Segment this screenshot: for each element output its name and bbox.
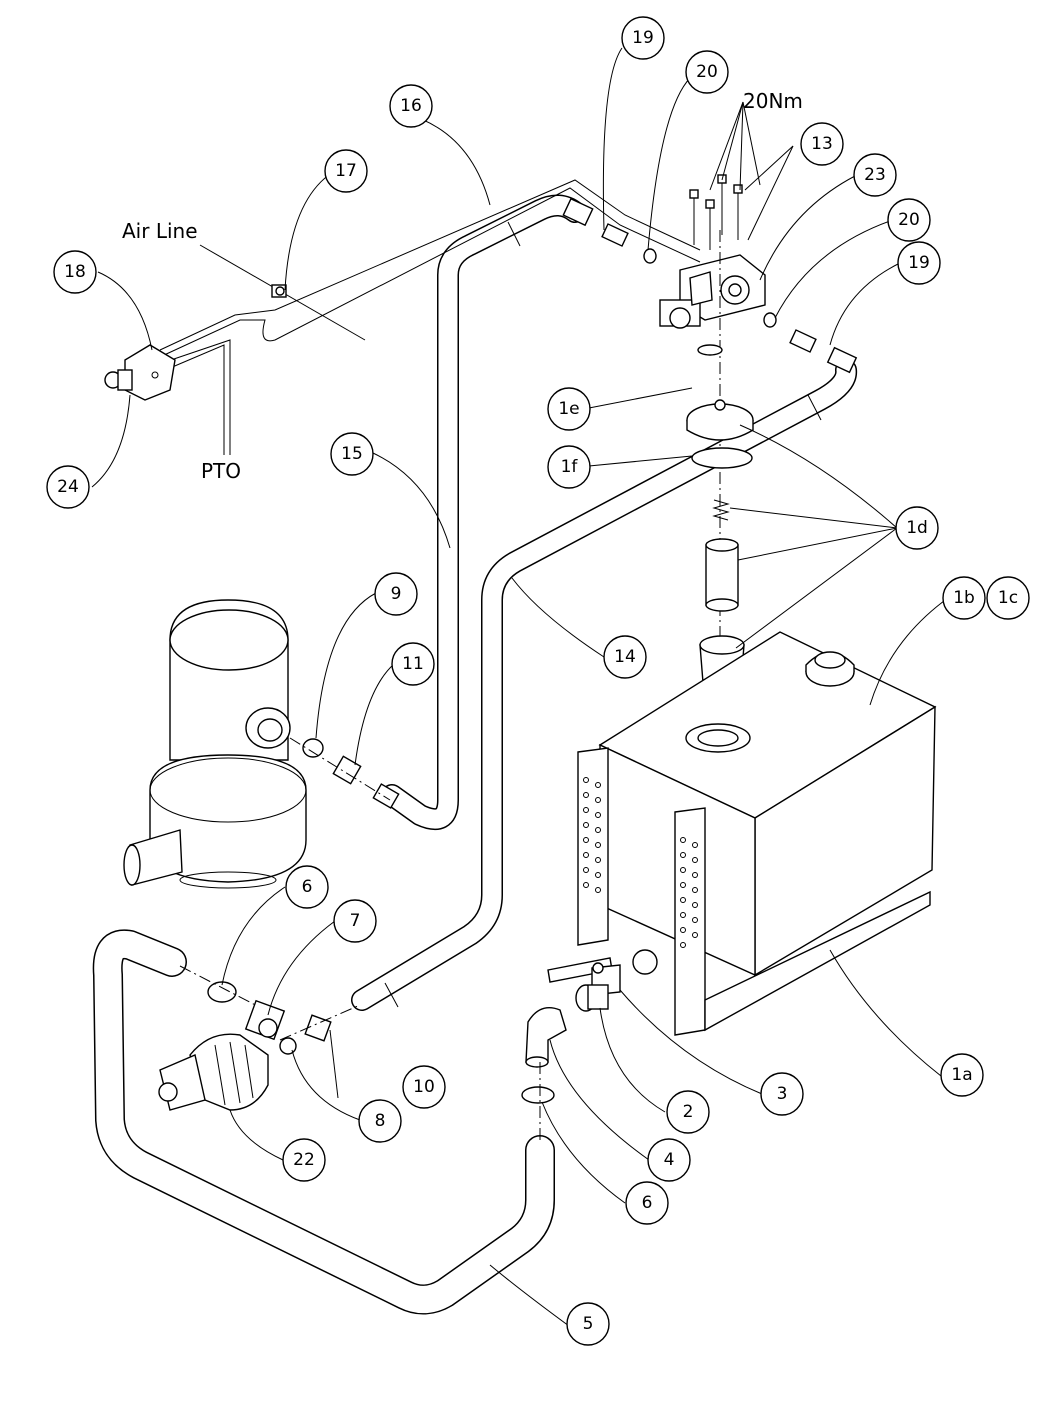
torque-label: 20Nm [743,89,803,113]
o-ring [697,344,723,356]
fitting-19-right [763,312,858,374]
svg-text:1c: 1c [998,588,1018,608]
callout-15: 15 [330,432,374,476]
svg-text:20: 20 [898,210,920,230]
filter-head-23 [659,254,766,329]
callout-7: 7 [333,899,377,943]
callout-19-right: 19 [897,241,941,285]
callout-1b: 1b [942,576,986,620]
callout-9: 9 [374,572,418,616]
svg-text:23: 23 [864,165,886,185]
svg-text:8: 8 [375,1111,386,1131]
callout-20-right: 20 [887,198,931,242]
callout-24: 24 [46,465,90,509]
fitting-11 [332,755,400,809]
callout-14: 14 [603,635,647,679]
bolts-13 [689,174,743,250]
callout-1d: 1d [895,506,939,550]
callout-1f: 1f [547,445,591,489]
svg-text:4: 4 [664,1150,675,1170]
callout-17: 17 [324,149,368,193]
svg-text:3: 3 [777,1084,788,1104]
callout-23: 23 [853,153,897,197]
callout-10: 10 [402,1065,446,1109]
svg-text:9: 9 [391,584,402,604]
svg-text:17: 17 [335,161,357,181]
hose-15 [381,194,586,830]
callout-6-lower: 6 [625,1181,669,1225]
fitting-19-top [601,223,657,264]
pto-housing [123,599,307,889]
gasket-1f [691,447,753,469]
filter-cover-1e [686,399,754,441]
svg-text:18: 18 [64,262,86,282]
svg-text:1b: 1b [953,588,975,608]
callout-4: 4 [647,1138,691,1182]
svg-text:1e: 1e [558,399,579,419]
fitting-2 [575,984,609,1012]
air-valve-18 [104,344,176,401]
callout-19-top: 19 [621,16,665,60]
clamp-6-lower [521,1086,555,1104]
svg-text:6: 6 [302,877,313,897]
svg-text:2: 2 [683,1102,694,1122]
filter-element [705,538,739,612]
svg-text:22: 22 [293,1150,315,1170]
tank-bracket-left [577,747,609,946]
elbow-4 [525,1007,567,1068]
callout-1e: 1e [547,387,591,431]
callout-22: 22 [282,1138,326,1182]
svg-text:19: 19 [908,253,930,273]
svg-text:1d: 1d [906,518,928,538]
svg-text:10: 10 [413,1077,435,1097]
air-tube-16 [159,179,701,455]
svg-text:1a: 1a [951,1065,972,1085]
svg-text:1f: 1f [561,457,579,477]
svg-text:24: 24 [57,477,79,497]
svg-text:5: 5 [583,1314,594,1334]
hose-14 [351,359,858,1011]
fitting-7 [244,999,286,1041]
callout-16: 16 [389,84,433,128]
tank-base-frame [704,890,931,1032]
callout-20-top: 20 [685,50,729,94]
svg-text:16: 16 [400,96,422,116]
pto-label: PTO [201,459,241,483]
callout-1c: 1c [986,576,1030,620]
pump-22 [158,1033,269,1111]
callout-18: 18 [53,250,97,294]
clamp-6-upper [207,981,237,1003]
tee-17 [271,284,287,298]
o-ring-8 [279,1037,297,1055]
fitting-9 [302,738,324,758]
fitting-10 [304,1014,332,1042]
callout-1a: 1a [940,1053,984,1097]
svg-text:11: 11 [402,654,424,674]
callout-2: 2 [666,1090,710,1134]
callout-3: 3 [760,1072,804,1116]
callout-11: 11 [391,642,435,686]
tank-bracket-right [674,807,706,1036]
svg-text:7: 7 [350,911,361,931]
svg-text:19: 19 [632,28,654,48]
air-line-label: Air Line [122,219,198,243]
callout-13: 13 [800,122,844,166]
spring [712,499,730,521]
svg-text:6: 6 [642,1193,653,1213]
callout-6-upper: 6 [285,865,329,909]
svg-text:13: 13 [811,134,833,154]
svg-text:14: 14 [614,647,636,667]
elbow-top [562,197,594,227]
callout-8: 8 [358,1099,402,1143]
svg-text:15: 15 [341,444,363,464]
svg-text:20: 20 [696,62,718,82]
callout-5: 5 [566,1302,610,1346]
hose-5 [92,929,555,1315]
